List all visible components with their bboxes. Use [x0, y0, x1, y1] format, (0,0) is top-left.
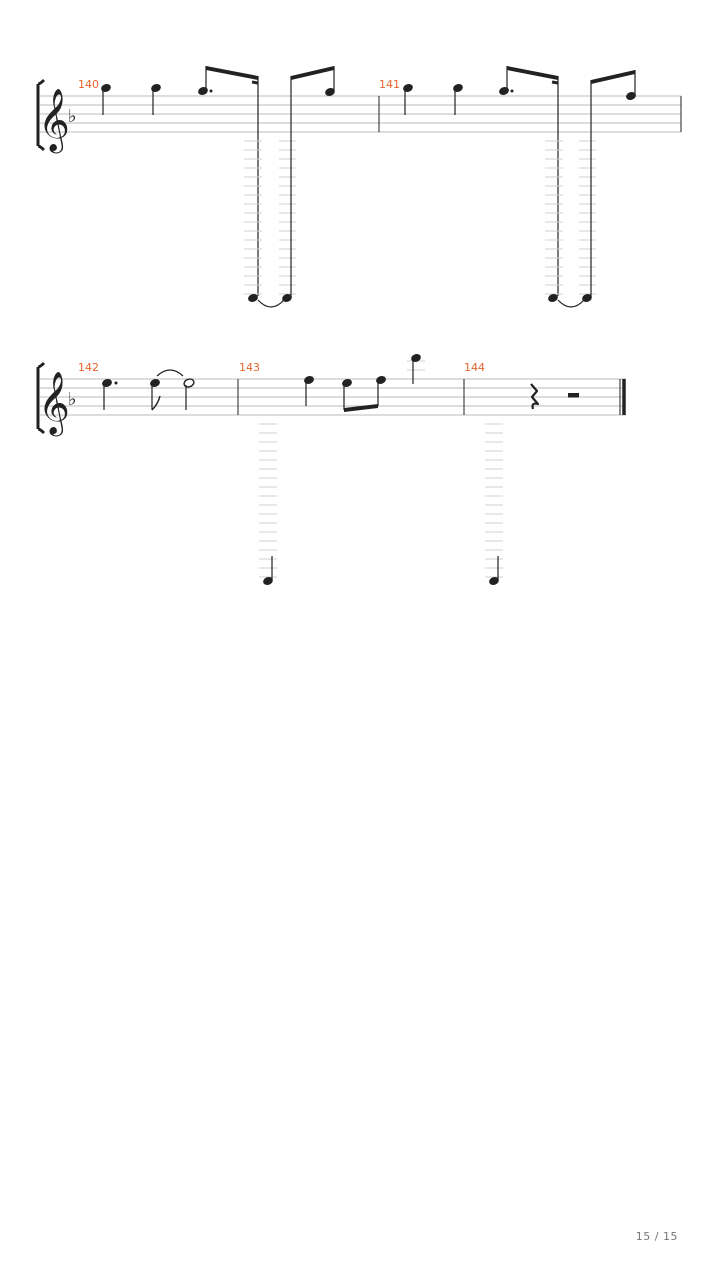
flat-icon: ♭: [68, 389, 77, 410]
note: [489, 556, 499, 585]
note: [407, 354, 425, 384]
quarter-rest-icon: [530, 383, 540, 410]
beam-stub: [551, 80, 559, 85]
note: [101, 84, 111, 115]
note: [453, 84, 463, 115]
tie: [557, 299, 585, 308]
note-head: [248, 294, 258, 302]
beam: [591, 70, 635, 84]
measure-number-141: 141: [379, 78, 400, 91]
system-1: 𝄞 ♭ 140 141: [36, 66, 682, 308]
treble-clef-icon: 𝄞: [38, 371, 70, 437]
beam: [291, 66, 334, 80]
note: [263, 556, 273, 585]
note-head: [282, 294, 292, 302]
ledger-lines: [579, 140, 596, 295]
measure-number-143: 143: [239, 361, 260, 374]
tie: [257, 299, 285, 308]
staff-lines: [40, 95, 681, 133]
note-head: [626, 92, 636, 100]
note-head: [548, 294, 558, 302]
ledger-lines: [259, 423, 277, 578]
eighth-note: [150, 379, 161, 411]
note-head: [582, 294, 592, 302]
system-bracket: [36, 78, 46, 152]
measure-number-140: 140: [78, 78, 99, 91]
ledger-lines: [485, 423, 503, 578]
staff-lines: [40, 378, 626, 416]
page-indicator: 15 / 15: [635, 1230, 678, 1243]
measure-number-142: 142: [78, 361, 99, 374]
ledger-lines: [279, 140, 296, 295]
beam-stub: [251, 80, 259, 85]
ledger-lines: [545, 140, 563, 295]
note-head: [325, 88, 335, 96]
note: [304, 376, 314, 406]
note: [403, 84, 413, 115]
system-bracket: [36, 361, 46, 435]
tie: [156, 369, 184, 377]
note: [151, 84, 161, 115]
beamed-eighths: [342, 376, 386, 412]
half-note: [183, 378, 195, 410]
ledger-lines: [244, 140, 262, 295]
dotted-note: [102, 379, 118, 410]
system-2: 𝄞 ♭ 142 143 144: [36, 354, 626, 585]
beam: [206, 66, 258, 80]
measure-number-144: 144: [464, 361, 485, 374]
flat-icon: ♭: [68, 106, 77, 127]
treble-clef-icon: 𝄞: [38, 88, 70, 154]
beam: [507, 66, 558, 80]
half-rest-icon: [568, 393, 579, 398]
